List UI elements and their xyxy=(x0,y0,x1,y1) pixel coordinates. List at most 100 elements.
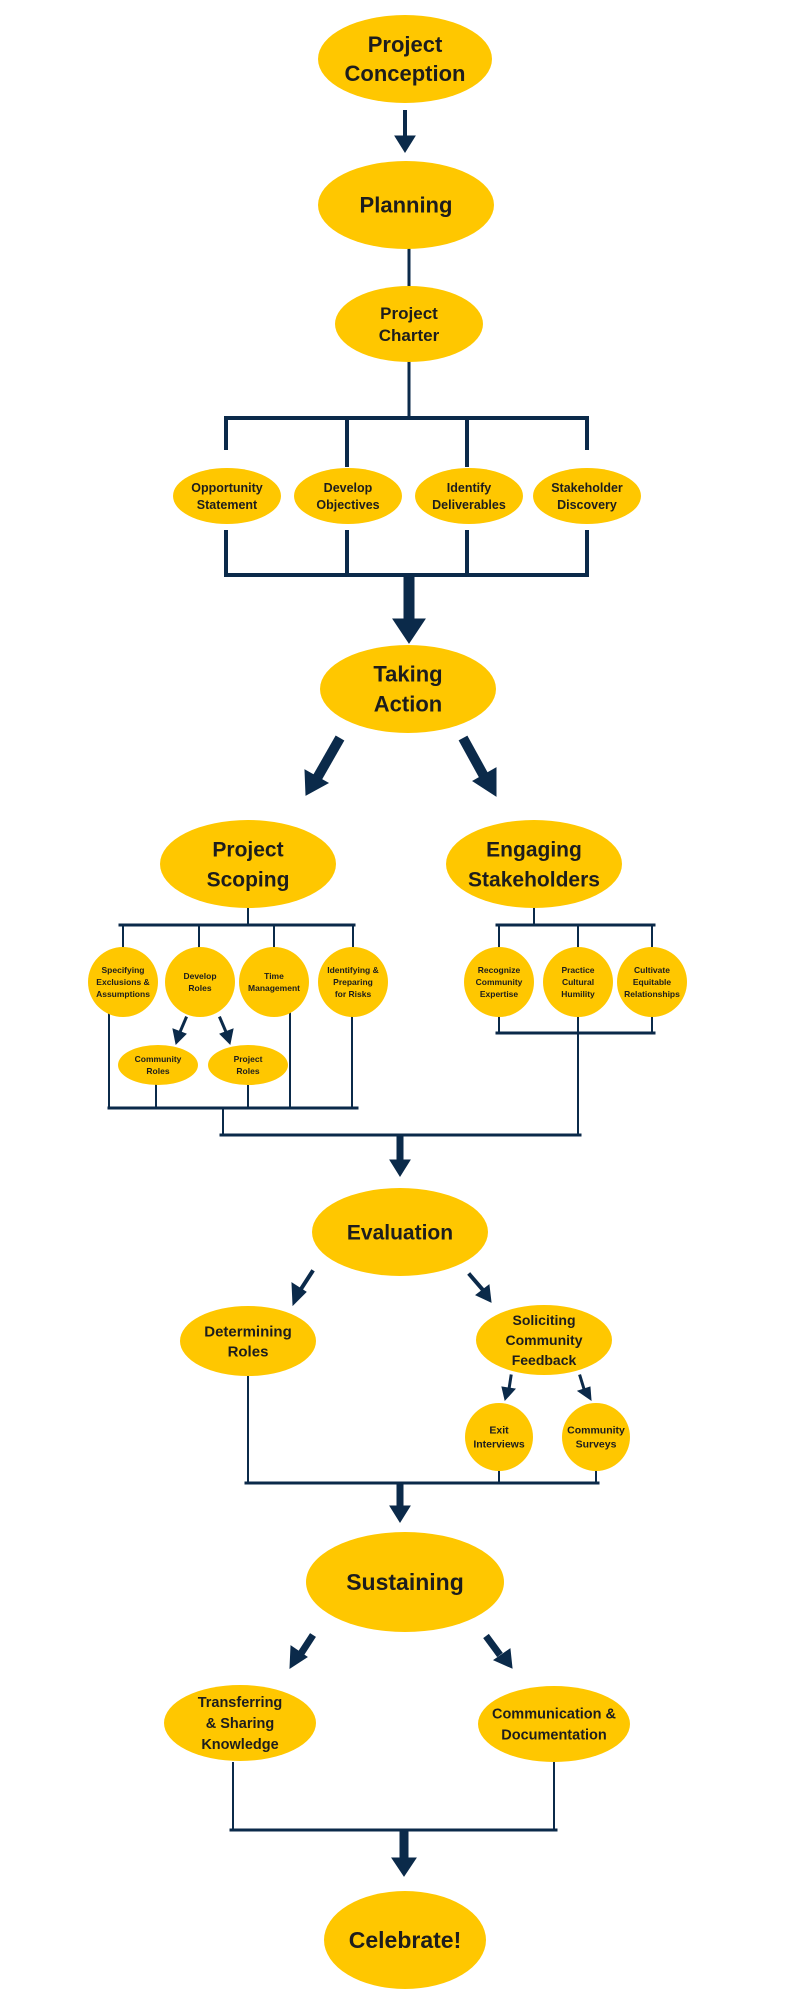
node-shape xyxy=(164,1685,316,1761)
node-label: Recognize xyxy=(478,965,521,975)
node-label: Roles xyxy=(228,1343,269,1360)
node-shape xyxy=(312,1188,488,1276)
node-shape xyxy=(533,468,641,524)
node-label: Roles xyxy=(236,1066,259,1076)
node-label: Interviews xyxy=(473,1439,525,1451)
node-label: & Sharing xyxy=(206,1716,274,1732)
node-label: Sustaining xyxy=(346,1569,464,1595)
branch-bar xyxy=(224,416,589,450)
arrow-diagonal-icon xyxy=(501,1386,516,1402)
connector-line xyxy=(403,574,415,622)
arrow-down-icon xyxy=(389,1505,411,1523)
node-label: Statement xyxy=(197,498,258,512)
node-label: Identify xyxy=(447,481,491,495)
arrow-diagonal-icon xyxy=(576,1386,592,1402)
node-shape xyxy=(335,286,483,362)
arrow-diagonal-icon xyxy=(289,1645,308,1669)
connector-line xyxy=(483,1633,503,1658)
node-label: Conception xyxy=(345,61,466,86)
node-label: Roles xyxy=(188,983,211,993)
node-label: Planning xyxy=(360,193,453,218)
node-label: Practice xyxy=(561,965,594,975)
node-label: Management xyxy=(248,983,300,993)
node-shape xyxy=(318,15,492,103)
connector-line xyxy=(399,1829,409,1861)
node-label: Cultural xyxy=(562,977,594,987)
node-label: Opportunity xyxy=(191,481,263,495)
arrow-diagonal-icon xyxy=(219,1028,234,1046)
node-shape xyxy=(294,468,402,524)
node-shape xyxy=(562,1403,630,1471)
arrow-down-icon xyxy=(394,135,416,153)
node-label: Exit xyxy=(489,1425,509,1437)
connector-line xyxy=(298,1269,315,1292)
node-shape xyxy=(324,1891,486,1989)
node-label: Objectives xyxy=(316,498,379,512)
node-label: Project xyxy=(380,304,438,323)
node-sustaining: Sustaining xyxy=(306,1532,504,1632)
node-label: for Risks xyxy=(335,989,372,999)
node-label: Charter xyxy=(379,326,440,345)
node-label: Discovery xyxy=(557,498,617,512)
node-label: Specifying xyxy=(102,965,145,975)
node-label: Expertise xyxy=(480,989,519,999)
node-label: Cultivate xyxy=(634,965,670,975)
node-shape xyxy=(318,947,388,1017)
node-label: Stakeholders xyxy=(468,868,600,891)
connector-line xyxy=(178,1016,188,1034)
node-label: Surveys xyxy=(576,1439,617,1451)
node-label: Transferring xyxy=(198,1695,283,1711)
node-label: Project xyxy=(234,1054,263,1064)
arrow-diagonal-icon xyxy=(172,1028,187,1046)
node-label: Preparing xyxy=(333,977,373,987)
node-label: Determining xyxy=(204,1323,292,1340)
connectors xyxy=(107,110,656,1877)
node-label: Community xyxy=(567,1425,625,1437)
node-label: Knowledge xyxy=(201,1737,278,1753)
node-shape xyxy=(306,1532,504,1632)
node-label: Stakeholder xyxy=(551,481,623,495)
node-shape xyxy=(318,161,494,249)
node-celebrate: Celebrate! xyxy=(324,1891,486,1989)
node-label: Evaluation xyxy=(347,1221,453,1244)
node-label: Develop xyxy=(183,971,216,981)
connector-line xyxy=(297,1633,316,1657)
node-shape xyxy=(88,947,158,1017)
node-shape xyxy=(464,947,534,1017)
arrow-down-icon xyxy=(392,618,426,644)
node-shape xyxy=(239,947,309,1017)
node-shape xyxy=(118,1045,198,1085)
node-label: Equitable xyxy=(633,977,672,987)
connector-line xyxy=(311,735,345,783)
node-label: Taking xyxy=(373,662,442,687)
node-label: Feedback xyxy=(512,1352,577,1368)
node-shape xyxy=(173,468,281,524)
node-shape xyxy=(165,947,235,1017)
arrow-diagonal-icon xyxy=(304,769,330,796)
node-label: Engaging xyxy=(486,838,582,861)
node-communication-documentation: Communication &Documentation xyxy=(478,1686,630,1762)
arrow-diagonal-icon xyxy=(472,767,497,797)
node-shape xyxy=(208,1045,288,1085)
node-label: Community xyxy=(476,977,523,987)
node-label: Community xyxy=(135,1054,182,1064)
node-shape xyxy=(617,947,687,1017)
node-label: Documentation xyxy=(501,1728,607,1744)
connector-line xyxy=(578,1374,586,1391)
connector-line xyxy=(396,1134,404,1163)
node-shape xyxy=(476,1305,612,1375)
nodes: ProjectConceptionPlanningProjectCharterO… xyxy=(88,15,687,1989)
